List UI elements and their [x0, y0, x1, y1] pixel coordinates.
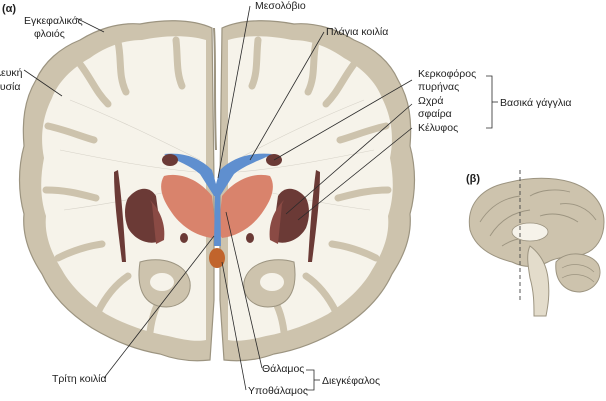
label-globus-line2: σφαίρα	[418, 108, 452, 120]
label-hypothalamus: Υποθάλαμος	[248, 385, 308, 397]
panel-a-tag: (α)	[2, 3, 16, 15]
right-sulci	[248, 36, 392, 336]
sagittal-brainstem	[527, 245, 550, 317]
left-sulci	[42, 36, 186, 336]
label-caudate-line1: Κερκοφόρος	[418, 68, 476, 80]
right-globus-pallidus	[269, 200, 284, 244]
thalamus	[161, 174, 273, 238]
label-diencephalon: Διεγκέφαλος	[322, 375, 380, 387]
lateral-ventricles	[164, 153, 272, 196]
sagittal-cerebellum	[555, 253, 601, 293]
label-putamen: Κέλυφος	[418, 122, 458, 134]
left-caudate-nucleus	[162, 154, 178, 166]
sagittal-brain	[468, 170, 605, 317]
longitudinal-fissure	[213, 27, 217, 151]
left-putamen	[125, 188, 162, 243]
left-globus-pallidus	[150, 200, 165, 244]
hypothalamus	[209, 248, 225, 268]
label-lateral-ventricle: Πλάγια κοιλία	[326, 26, 388, 38]
label-white-line2: ουσία	[0, 81, 20, 93]
label-thalamus: Θάλαμος	[262, 363, 304, 375]
panel-b-tag: (β)	[466, 173, 480, 185]
coronal-section	[18, 20, 416, 362]
label-septum: Μεσολόβιο	[255, 0, 306, 12]
label-basal-ganglia: Βασικά γάγγλια	[500, 97, 571, 109]
leader-lines	[23, 5, 498, 391]
label-caudate-line2: πυρήνας	[418, 81, 459, 93]
label-white-line1: Λευκή	[0, 67, 23, 79]
label-cortex-line1: Εγκεφαλικός	[24, 15, 83, 27]
label-cortex-line2: φλοιός	[34, 28, 65, 40]
right-claustrum	[308, 170, 320, 262]
label-third-ventricle: Τρίτη κοιλία	[52, 373, 107, 385]
label-globus-line1: Ωχρά	[418, 95, 443, 107]
left-claustrum	[114, 170, 126, 262]
third-ventricle	[214, 186, 221, 246]
